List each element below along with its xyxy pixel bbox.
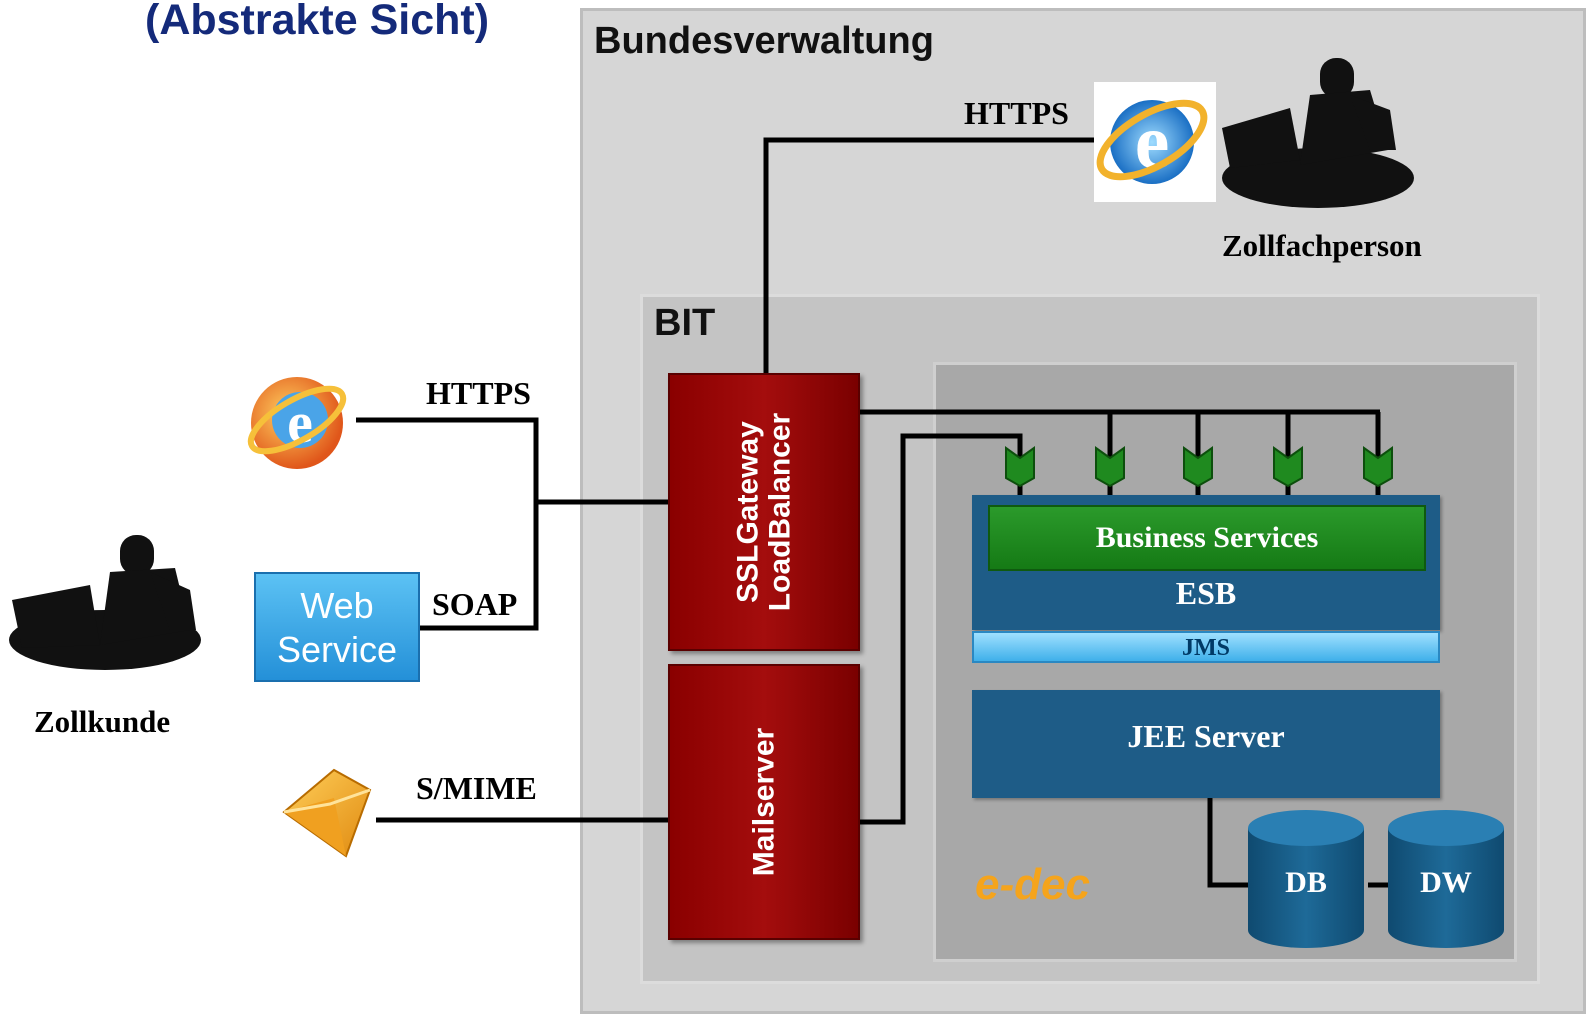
- bundesverwaltung-label: Bundesverwaltung: [594, 20, 934, 62]
- db-label: DB: [1285, 866, 1327, 899]
- mailserver-box: Mailserver: [668, 664, 860, 940]
- edec-label: e-dec: [975, 860, 1090, 909]
- esb-label: ESB: [1175, 575, 1237, 611]
- jms-bar: JMS: [972, 631, 1440, 663]
- ssl-gateway-label: SSLGateway: [731, 421, 765, 603]
- connector-icon: [1005, 446, 1393, 488]
- business-services-box: Business Services: [988, 505, 1426, 571]
- load-balancer-label: LoadBalancer: [763, 412, 796, 612]
- ssl-gateway-loadbalancer-box: SSLGateway LoadBalancer: [668, 373, 860, 651]
- dw-label: DW: [1420, 866, 1472, 899]
- internet-explorer-icon: e: [1094, 82, 1216, 202]
- web-service-label-2: Service: [276, 629, 398, 670]
- web-service-label-1: Web: [300, 585, 374, 626]
- person-at-laptop-icon: [9, 535, 201, 670]
- database-icon: [1248, 810, 1364, 948]
- soap-label: SOAP: [432, 586, 518, 622]
- zollkunde-label: Zollkunde: [34, 704, 171, 739]
- https-left-label: HTTPS: [426, 375, 531, 411]
- zollfachperson-label: Zollfachperson: [1222, 228, 1422, 263]
- web-service-box: Web Service: [254, 572, 420, 682]
- bit-label: BIT: [654, 302, 716, 344]
- email-envelope-icon: [282, 768, 372, 858]
- firefox-ie-icon: e: [247, 377, 347, 469]
- mailserver-label: Mailserver: [747, 727, 781, 877]
- database-icon: [1388, 810, 1504, 948]
- page-title: (Abstrakte Sicht): [145, 0, 490, 44]
- person-at-laptop-icon: [1222, 58, 1414, 208]
- jee-server-box: JEE Server: [972, 690, 1440, 798]
- smime-label: S/MIME: [416, 770, 537, 806]
- https-top-label: HTTPS: [964, 95, 1069, 131]
